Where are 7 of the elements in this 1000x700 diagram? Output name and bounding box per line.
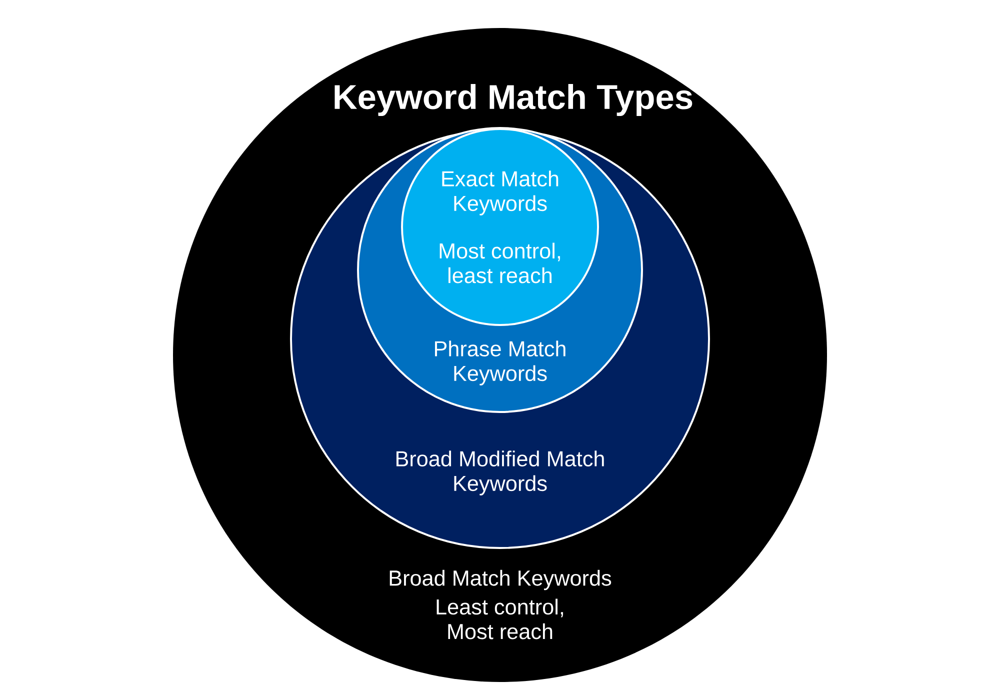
circle-label: Broad Modified Match Keywords — [396, 450, 604, 496]
circle-label: Broad Match Keywords — [390, 570, 612, 590]
circle-label: Exact Match Keywords — [442, 170, 558, 216]
circle-label: Phrase Match Keywords — [435, 340, 566, 386]
circle-label: Most control, least reach — [440, 242, 560, 284]
circle-label: Least control, Most reach — [436, 598, 564, 640]
title: Keyword Match Types — [334, 84, 692, 116]
